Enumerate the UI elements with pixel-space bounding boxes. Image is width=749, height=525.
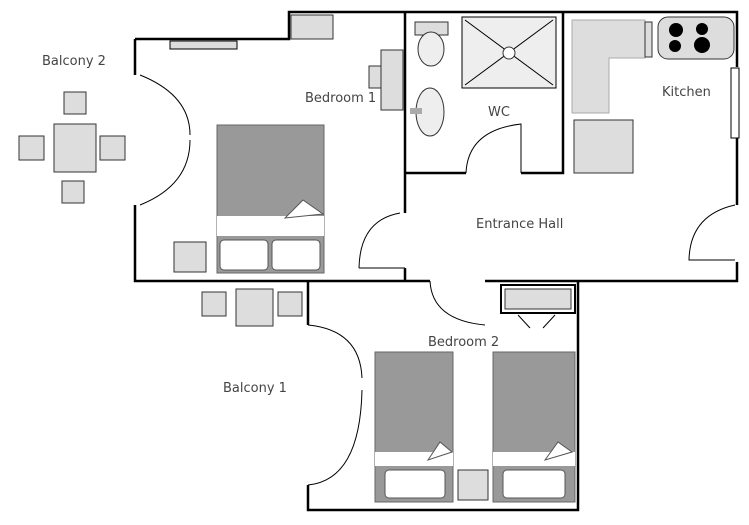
kitchen-counter [571, 19, 646, 114]
label-wc: WC [488, 105, 510, 120]
chair [368, 65, 382, 89]
single-bed-right [492, 351, 576, 503]
wardrobe [290, 14, 334, 40]
window [169, 40, 238, 50]
single-bed-left [374, 351, 454, 503]
label-bedroom-1: Bedroom 1 [305, 91, 376, 106]
nightstand [173, 241, 207, 273]
stove [657, 16, 735, 60]
doors [139, 74, 736, 486]
label-balcony-1: Balcony 1 [223, 381, 287, 396]
label-kitchen: Kitchen [662, 85, 711, 100]
nightstand [457, 469, 489, 501]
double-bed [216, 124, 325, 274]
label-entrance-hall: Entrance Hall [476, 217, 563, 232]
balcony-table-set [18, 91, 126, 204]
counter-edge [644, 21, 653, 58]
walls [133, 10, 739, 512]
balcony-table-set [201, 288, 303, 327]
fridge [573, 119, 634, 174]
label-balcony-2: Balcony 2 [42, 54, 106, 69]
label-bedroom-2: Bedroom 2 [428, 335, 499, 350]
sink [410, 87, 445, 137]
desk [380, 49, 404, 111]
shower-tray [461, 16, 557, 89]
desk-bedroom2 [500, 284, 576, 329]
toilet [414, 21, 449, 67]
window [730, 67, 740, 139]
